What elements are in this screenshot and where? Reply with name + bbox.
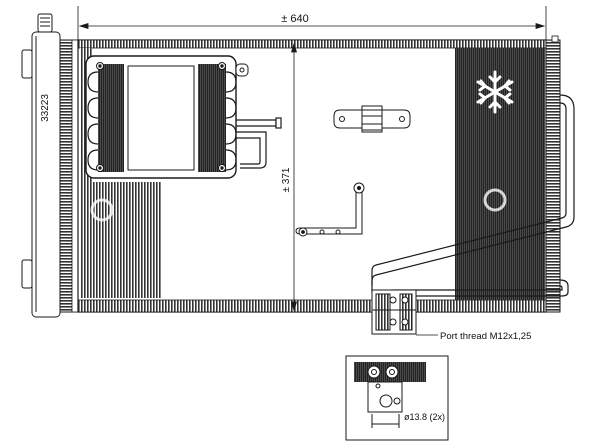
fin-block-right (455, 48, 545, 300)
left-header (59, 39, 79, 313)
fin-block-lower-left (80, 182, 162, 298)
port-thread-label: Port thread M12x1,25 (440, 331, 531, 342)
height-dimension (290, 42, 298, 312)
right-header (545, 35, 561, 313)
width-dimension (77, 6, 547, 40)
part-number: 33223 (40, 94, 51, 122)
port-block (371, 289, 417, 335)
port-diameter-label: ø13.8 (2x) (404, 412, 445, 422)
height-dimension-label: ± 371 (281, 167, 292, 192)
sub-cooler-module (85, 55, 282, 179)
mounting-bracket-lower (295, 182, 365, 237)
receiver-dryer (21, 13, 61, 318)
mounting-bracket-upper (333, 105, 411, 133)
snowflake-icon (476, 70, 514, 114)
width-dimension-label: ± 640 (281, 13, 308, 25)
port-detail-inset (345, 355, 449, 441)
